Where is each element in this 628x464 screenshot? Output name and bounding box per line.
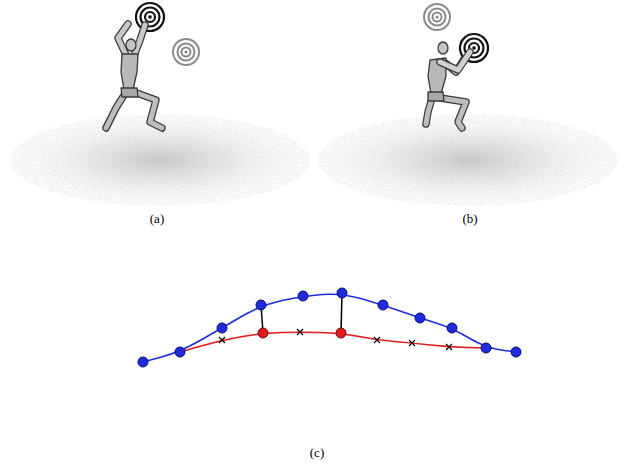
target-center — [435, 15, 438, 18]
arm-left-fill — [440, 52, 470, 70]
blue-curve — [143, 294, 516, 362]
cross-mark — [219, 337, 225, 343]
target-active — [136, 3, 164, 31]
target-ring — [145, 12, 155, 22]
head — [126, 39, 136, 51]
arm-left — [440, 52, 470, 70]
leg-right — [440, 98, 466, 128]
blue-point — [256, 300, 266, 310]
correspondence-line — [341, 293, 342, 333]
cross-mark — [297, 329, 303, 335]
cross-mark — [374, 337, 380, 343]
torso — [121, 54, 138, 90]
arm-left — [118, 24, 128, 55]
red-curve — [180, 332, 486, 352]
blue-point — [298, 291, 308, 301]
blue-point — [447, 323, 457, 333]
blue-point — [138, 357, 148, 367]
cross-mark — [409, 340, 415, 346]
blue-point — [337, 288, 347, 298]
blue-point — [415, 313, 425, 323]
leg-left — [426, 98, 432, 124]
arm-left-fill — [118, 24, 128, 55]
blue-point — [481, 343, 491, 353]
target-ring — [136, 3, 164, 31]
blue-point — [378, 300, 388, 310]
pelvis — [428, 92, 444, 101]
head — [438, 42, 448, 54]
target-center — [148, 15, 152, 19]
blue-point — [175, 347, 185, 357]
panel-label: (a) — [150, 212, 164, 226]
target-next — [173, 39, 199, 65]
cross-marks — [219, 329, 452, 350]
arm-right-fill — [134, 25, 145, 56]
leg-right-fill — [440, 98, 466, 128]
red-points — [258, 328, 346, 338]
leg-left-fill — [426, 98, 432, 124]
trajectory-diagram — [138, 288, 521, 367]
target-ring — [433, 13, 442, 22]
target-ring — [424, 4, 450, 30]
cross-mark — [446, 344, 452, 350]
red-point — [258, 328, 268, 338]
mannequin-figure — [426, 34, 488, 128]
panel-label: (c) — [310, 446, 324, 460]
arm-right — [134, 25, 145, 56]
red-point — [336, 328, 346, 338]
ground-haze — [313, 112, 623, 208]
target-next — [424, 4, 450, 30]
target-ring — [178, 44, 195, 61]
pelvis — [121, 88, 138, 97]
target-ring — [173, 39, 199, 65]
mannequin-figure — [106, 24, 162, 128]
target-ring — [182, 48, 191, 57]
blue-point — [511, 347, 521, 357]
target-ring — [429, 9, 446, 26]
blue-points — [138, 288, 521, 367]
ground-noise — [318, 114, 618, 206]
target-center — [472, 46, 476, 50]
target-center — [184, 50, 187, 53]
ground-shadow — [313, 112, 623, 208]
blue-point — [217, 323, 227, 333]
panel-label: (b) — [462, 212, 477, 226]
